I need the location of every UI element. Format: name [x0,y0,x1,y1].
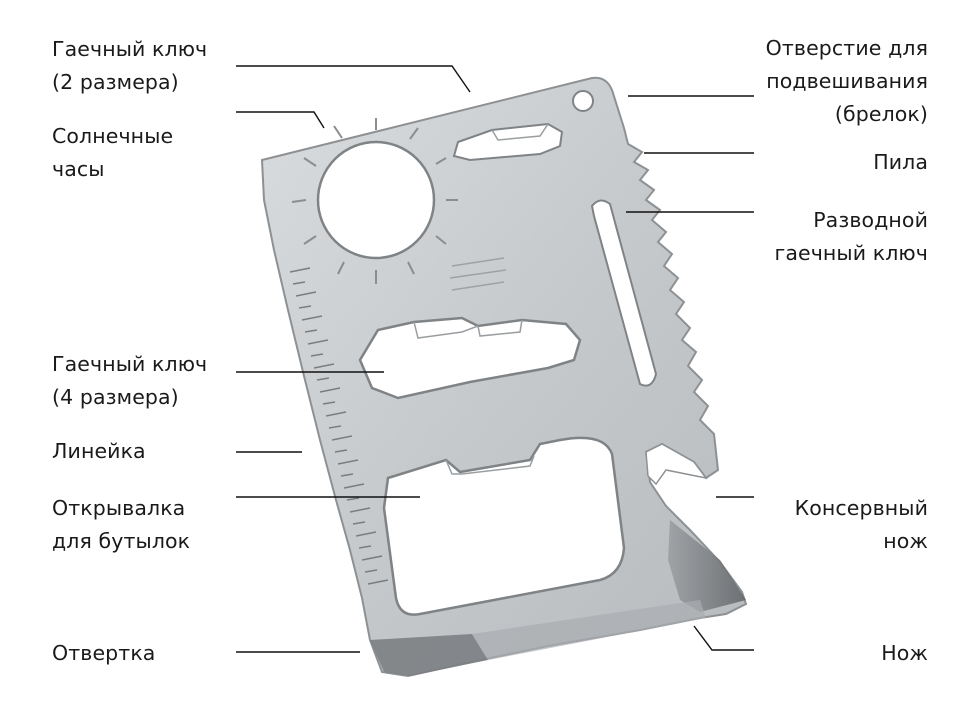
label-knife: Нож [881,641,928,665]
label-hanging-hole: Отверстие для подвешивания (брелок) [765,36,928,126]
label-bottle-opener: Открывалка для бутылок [52,496,191,553]
leader-knife [693,625,754,651]
sundial-hole [316,140,436,260]
leader-lines [236,65,754,653]
label-adjustable-wrench: Разводной гаечный ключ [774,208,928,265]
label-screwdriver: Отвертка [52,641,156,665]
label-wrench-2-sizes: Гаечный ключ (2 размера) [52,37,208,94]
label-ruler: Линейка [52,439,146,463]
label-saw: Пила [873,150,928,174]
leader-wrench-2 [236,65,471,93]
label-sundial: Солнечные часы [52,124,174,181]
adjustable-wrench-slot [590,199,658,387]
leader-sundial [236,111,325,129]
sundial-ticks [291,118,458,284]
knife-blade [668,520,746,612]
screwdriver-bevel [370,634,488,676]
can-opener-notch [645,443,708,486]
wrench-4-slot [358,316,582,400]
label-can-opener: Консервный нож [794,496,928,553]
hanging-hole [572,90,594,112]
wrench-2-slot [452,122,564,162]
stamped-marking [449,257,507,291]
ruler-ticks [289,267,389,585]
bottle-opener-hole [382,436,626,616]
label-wrench-4-sizes: Гаечный ключ (4 размера) [52,352,208,409]
